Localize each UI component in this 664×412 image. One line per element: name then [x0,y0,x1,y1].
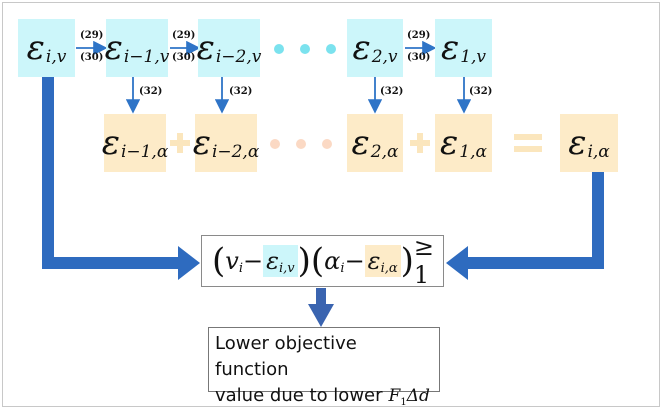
ellipsis-dot [322,139,332,149]
label-30: (30) [172,52,196,63]
sub-i: i [238,260,243,276]
var-v: v [225,247,239,275]
thick-arrow-down [308,288,334,327]
label-29: (29) [172,30,196,41]
label-32: (32) [229,86,253,97]
minus: − [344,247,365,275]
ge-one: ≥ 1 [413,233,435,289]
var-alpha: α [324,247,341,275]
paren: ( [310,241,325,281]
sub-i: i [340,260,345,276]
ellipsis-dot [296,139,306,149]
label-32: (32) [469,86,493,97]
plus-icon [170,133,190,153]
label-29: (29) [80,30,104,41]
ellipsis-dot [300,44,310,54]
ellipsis-dot [270,139,280,149]
conclusion-box: Lower objective function value due to lo… [208,327,440,408]
paren: ) [400,241,414,281]
plus-icon [410,133,430,153]
label-30: (30) [407,52,431,63]
ellipsis-dot [274,44,284,54]
ellipsis-dot [326,44,336,54]
math-f1-delta-d: F1Δd [388,386,430,408]
minus: − [243,247,264,275]
label-30: (30) [80,52,104,63]
conclusion-line-1: Lower objective function [215,333,357,380]
label-32: (32) [380,86,404,97]
equals-icon [514,134,542,154]
label-29: (29) [407,30,431,41]
thick-arrow-right [446,172,604,280]
paren: ) [297,241,311,281]
thick-arrow-left [42,77,200,280]
label-32: (32) [139,86,163,97]
diagram-frame [2,2,660,407]
paren: ( [212,241,226,281]
